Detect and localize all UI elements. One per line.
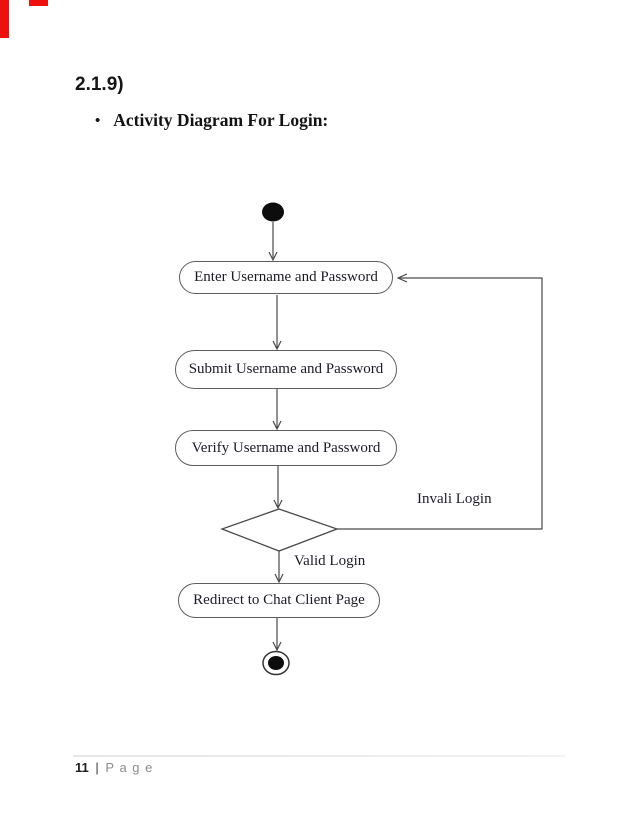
arrowhead-redirect [274, 573, 284, 584]
section-number: 2.1.9) [75, 74, 124, 95]
action-node-verify: Verify Username and Password [175, 430, 397, 466]
diagram-edges [220, 222, 543, 652]
bullet-icon: • [95, 113, 101, 129]
arrowhead-verify [272, 420, 282, 431]
arrowhead-enter [268, 251, 278, 262]
red-artifact-left [0, 0, 9, 38]
final-node-ring [262, 650, 290, 676]
page-number: 11 [75, 760, 89, 775]
action-node-redirect: Redirect to Chat Client Page [178, 583, 380, 618]
action-node-enter: Enter Username and Password [179, 261, 393, 294]
page-footer: 11 | P a g e [75, 760, 153, 775]
bullet-line: • Activity Diagram For Login: [95, 110, 328, 131]
arrowhead-end [272, 641, 282, 652]
footer-divider [73, 755, 565, 757]
red-artifact-top [29, 0, 48, 6]
footer-separator: | [95, 760, 99, 775]
arrowhead-decision [273, 499, 283, 510]
action-node-submit: Submit Username and Password [175, 350, 397, 389]
final-node-dot [268, 656, 284, 670]
arrowhead-submit [272, 340, 282, 351]
edge-invalid-loop [337, 277, 543, 530]
diagram-title: Activity Diagram For Login: [113, 110, 329, 130]
arrowhead-loop [396, 273, 408, 283]
initial-node [262, 202, 284, 222]
footer-page-word: P a g e [105, 760, 154, 775]
decision-diamond [220, 508, 339, 552]
edge-label-invalid-login: Invali Login [417, 491, 492, 507]
edge-label-valid-login: Valid Login [294, 553, 366, 569]
